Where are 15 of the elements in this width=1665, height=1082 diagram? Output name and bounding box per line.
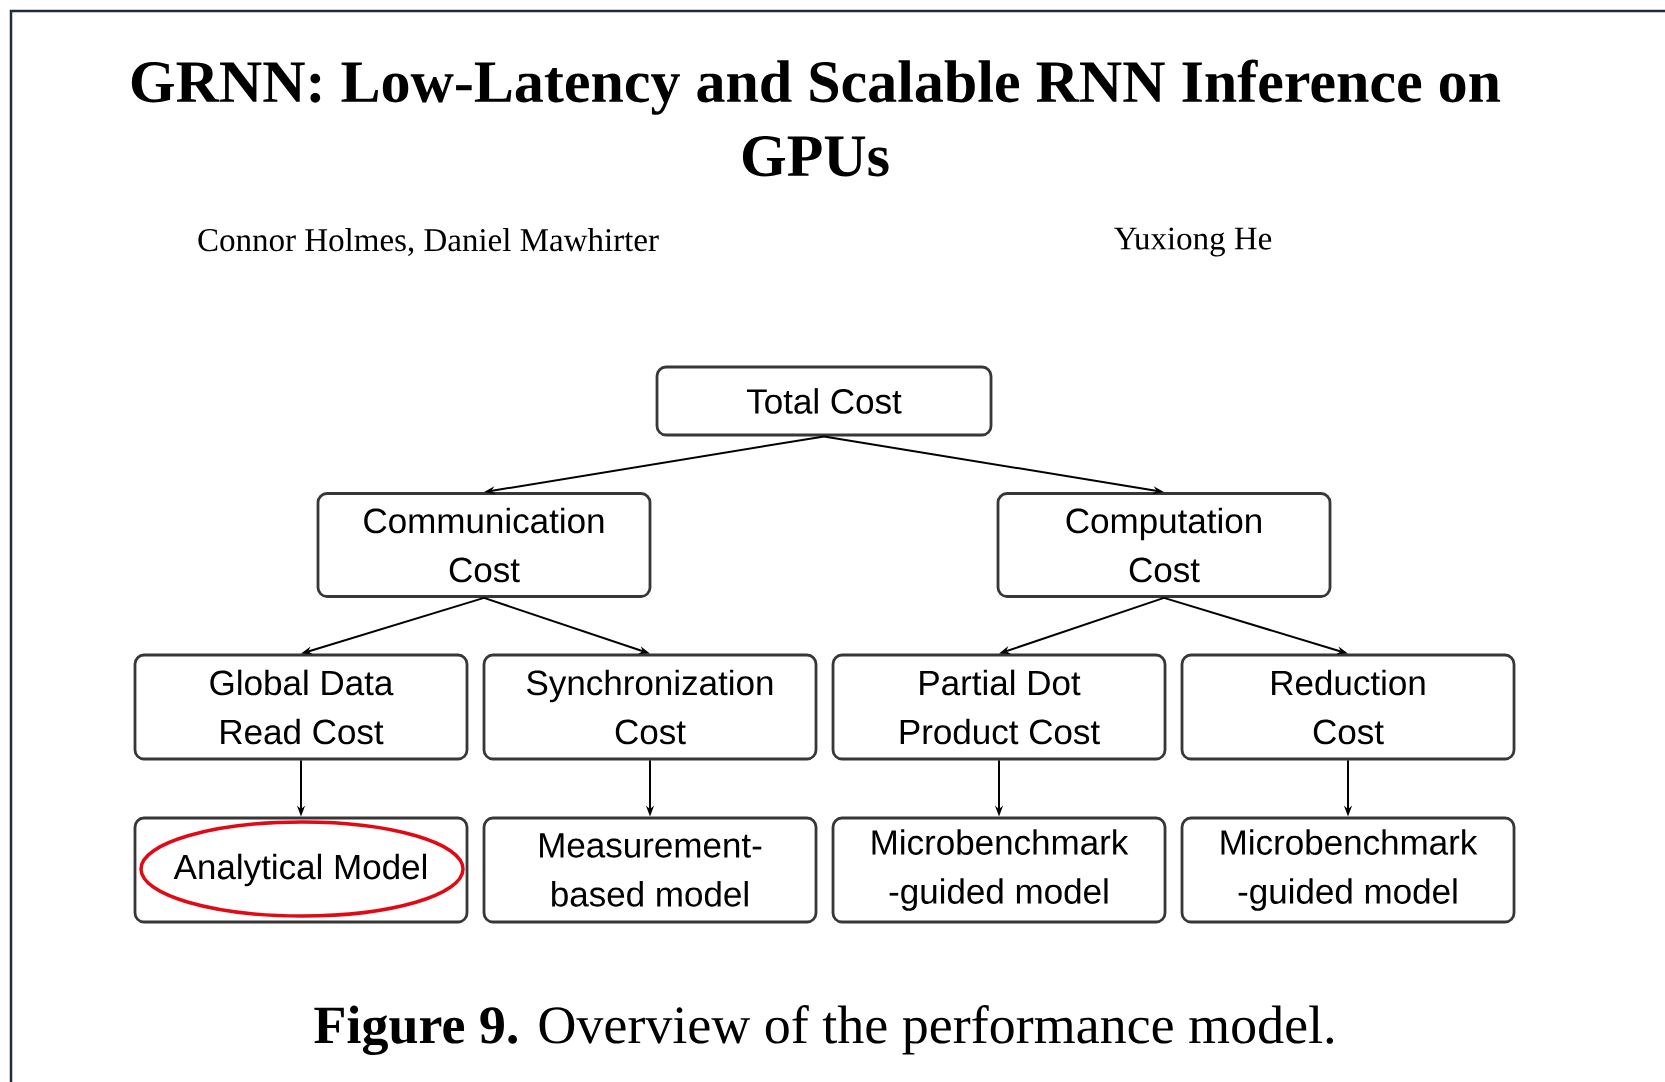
cost-box: Computation Cost <box>996 492 1332 598</box>
model-box: Microbenchmark -guided model <box>1180 816 1516 924</box>
cost-box: Reduction Cost <box>1180 653 1516 761</box>
model-box: Microbenchmark -guided model <box>831 816 1167 924</box>
model-box: Measurement-based model <box>482 816 818 924</box>
cost-box: Total Cost <box>655 365 993 437</box>
caption: Figure 9. Overview of the performance model. <box>314 1005 1334 1055</box>
cost-box: Synchronization Cost <box>482 653 818 761</box>
model-box: Analytical Model <box>133 816 469 924</box>
title: GRNN: Low-Latency and Scalable RNN Inference on GPUs <box>131 59 1501 177</box>
author-name: Connor Holmes, Daniel Mawhirter <box>198 228 659 256</box>
cost-box: Communication Cost <box>316 492 652 598</box>
cost-box: Partial Dot Product Cost <box>831 653 1167 761</box>
author-name: Yuxiong He <box>1114 227 1272 257</box>
cost-box: Global Data Read Cost <box>133 653 469 761</box>
